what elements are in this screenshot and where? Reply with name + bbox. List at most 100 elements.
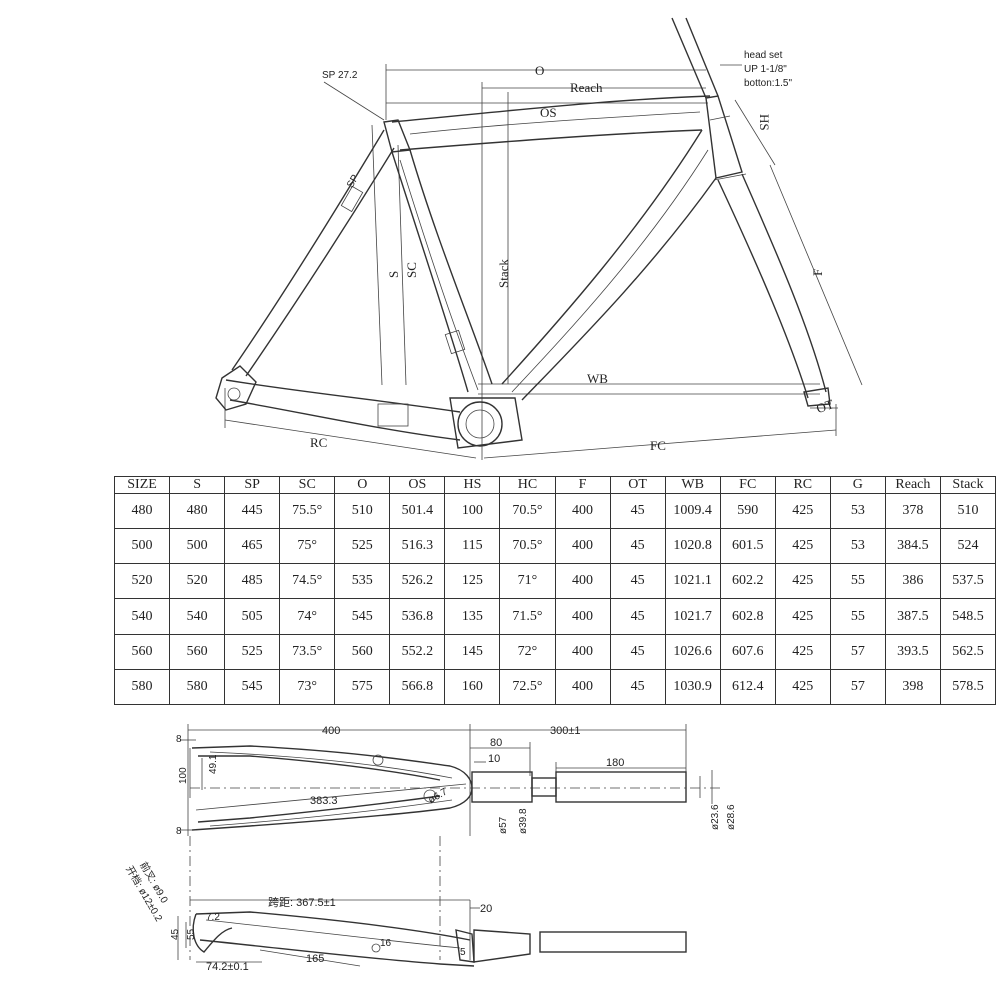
fork-label-165: 165	[306, 953, 324, 965]
table-cell: 400	[554, 528, 611, 565]
head-tube	[705, 95, 747, 181]
table-cell: 516.3	[389, 528, 446, 565]
fork-top-view	[180, 724, 720, 836]
table-cell: 73.5°	[279, 633, 336, 670]
fork-label-dia236: ø23.6	[710, 804, 721, 830]
table-cell: 53	[829, 492, 886, 530]
frame-fork	[717, 173, 831, 407]
table-cell: 560	[334, 633, 391, 670]
table-header-cell: WB	[664, 476, 721, 494]
table-header-cell: S	[169, 476, 226, 494]
table-cell: 540	[113, 598, 171, 635]
fork-label-5: 5	[460, 947, 466, 958]
table-cell: 57	[829, 633, 886, 670]
frame-dimension-lines	[224, 64, 863, 460]
table-cell: 485	[224, 563, 281, 600]
table-cell: 398	[884, 668, 941, 706]
table-cell: 135	[444, 598, 501, 635]
table-cell: 378	[884, 492, 941, 530]
label-s: S	[386, 271, 401, 278]
table-cell: 560	[169, 633, 226, 670]
bottom-bracket	[449, 397, 523, 449]
fork-label-dia286: ø28.6	[726, 804, 737, 830]
table-cell: 55	[829, 563, 886, 600]
table-cell: 501.4	[389, 492, 446, 530]
table-cell: 1030.9	[664, 668, 721, 706]
chain-stays	[225, 379, 461, 441]
table-cell: 537.5	[939, 563, 997, 600]
fork-labels: 400 300±1 80 10 180 383.3 49.1 100 ø57 ø…	[123, 725, 737, 973]
table-cell: 545	[334, 598, 391, 635]
table-cell: 575	[334, 668, 391, 706]
table-cell: 400	[554, 563, 611, 600]
table-header-cell: SC	[279, 476, 336, 494]
table-header-cell: G	[829, 476, 886, 494]
table-header-cell: FC	[719, 476, 776, 494]
table-header-cell: SIZE	[113, 476, 171, 494]
table-cell: 526.2	[389, 563, 446, 600]
table-cell: 445	[224, 492, 281, 530]
fork-label-300: 300±1	[550, 725, 581, 737]
table-cell: 566.8	[389, 668, 446, 706]
table-cell: 55	[829, 598, 886, 635]
fork-label-20: 20	[480, 903, 492, 915]
table-cell: 57	[829, 668, 886, 706]
fork-label-55: 55	[186, 928, 197, 940]
table-header-cell: SP	[224, 476, 281, 494]
table-cell: 45	[609, 598, 666, 635]
label-hs: HS	[757, 114, 772, 131]
table-cell: 100	[444, 492, 501, 530]
table-cell: 425	[774, 528, 831, 565]
table-cell: 160	[444, 668, 501, 706]
table-cell: 75.5°	[279, 492, 336, 530]
table-cell: 524	[939, 528, 997, 565]
table-cell: 602.2	[719, 563, 776, 600]
table-cell: 612.4	[719, 668, 776, 706]
down-tube	[501, 129, 717, 401]
table-cell: 505	[224, 598, 281, 635]
table-cell: 1009.4	[664, 492, 721, 530]
label-stack: Stack	[496, 259, 511, 288]
table-cell: 386	[884, 563, 941, 600]
fork-label-742: 74.2±0.1	[206, 961, 249, 973]
table-header-cell: F	[554, 476, 611, 494]
table-header-cell: RC	[774, 476, 831, 494]
table-header-cell: O	[334, 476, 391, 494]
table-header-cell: HS	[444, 476, 501, 494]
label-headset-2: UP 1-1/8"	[744, 64, 787, 75]
table-cell: 400	[554, 598, 611, 635]
table-header-cell: HC	[499, 476, 556, 494]
table-cell: 510	[334, 492, 391, 530]
table-cell: 71.5°	[499, 598, 556, 635]
table-cell: 70.5°	[499, 528, 556, 565]
fork-label-16: 16	[380, 938, 392, 949]
table-cell: 425	[774, 668, 831, 706]
fork-label-80: 80	[490, 737, 502, 749]
label-rc: RC	[310, 435, 327, 450]
top-tube	[391, 95, 711, 151]
fork-label-383: 383.3	[310, 795, 338, 807]
label-fc: FC	[650, 438, 666, 453]
table-cell: 74.5°	[279, 563, 336, 600]
table-cell: 53	[829, 528, 886, 565]
table-cell: 400	[554, 492, 611, 530]
fork-label-100: 100	[178, 767, 189, 784]
table-cell: 548.5	[939, 598, 997, 635]
table-cell: 580	[169, 668, 226, 706]
table-header-cell: OS	[389, 476, 446, 494]
fork-side-view	[177, 836, 687, 967]
table-cell: 1020.8	[664, 528, 721, 565]
table-cell: 400	[554, 668, 611, 706]
fork-label-dia398: ø39.8	[518, 808, 529, 834]
table-cell: 425	[774, 598, 831, 635]
label-sc: SC	[404, 262, 419, 278]
fork-note-2: 开档: ø12±0.2	[123, 863, 166, 924]
table-cell: 500	[113, 528, 171, 565]
table-cell: 74°	[279, 598, 336, 635]
fork-label-45: 45	[170, 928, 181, 940]
frame-labels: SP 27.2 head set UP 1-1/8" botton:1.5" O…	[310, 50, 836, 453]
